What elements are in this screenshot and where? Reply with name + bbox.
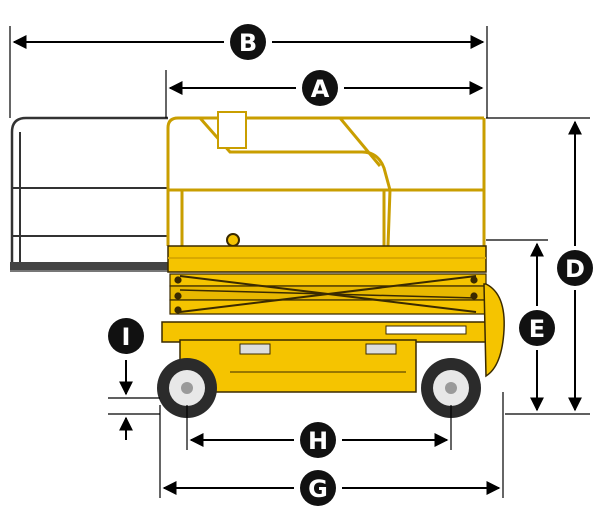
badge-d-label: D: [565, 255, 585, 283]
badge-h: H: [294, 420, 342, 460]
rear-wheel: [157, 358, 217, 418]
extension-deck: [10, 116, 170, 272]
front-wheel: [421, 358, 481, 418]
scissor-stack: [169, 273, 487, 315]
reference-lines: [9, 26, 590, 498]
badge-i-label: I: [122, 323, 131, 351]
badge-h-label: H: [308, 427, 328, 455]
badge-g: G: [294, 468, 342, 508]
badge-b-label: B: [239, 29, 257, 57]
badge-d: D: [555, 246, 595, 290]
badge-a-label: A: [311, 75, 330, 103]
badge-g-label: G: [308, 475, 328, 503]
platform-guardrail: [166, 116, 486, 248]
badge-e-label: E: [529, 315, 545, 343]
badge-e: E: [517, 306, 557, 350]
badge-b: B: [224, 22, 272, 62]
badge-i: I: [108, 318, 144, 354]
control-box: [217, 111, 247, 149]
chassis: [161, 283, 505, 393]
badge-a: A: [296, 68, 344, 108]
beacon-icon: [226, 233, 240, 247]
